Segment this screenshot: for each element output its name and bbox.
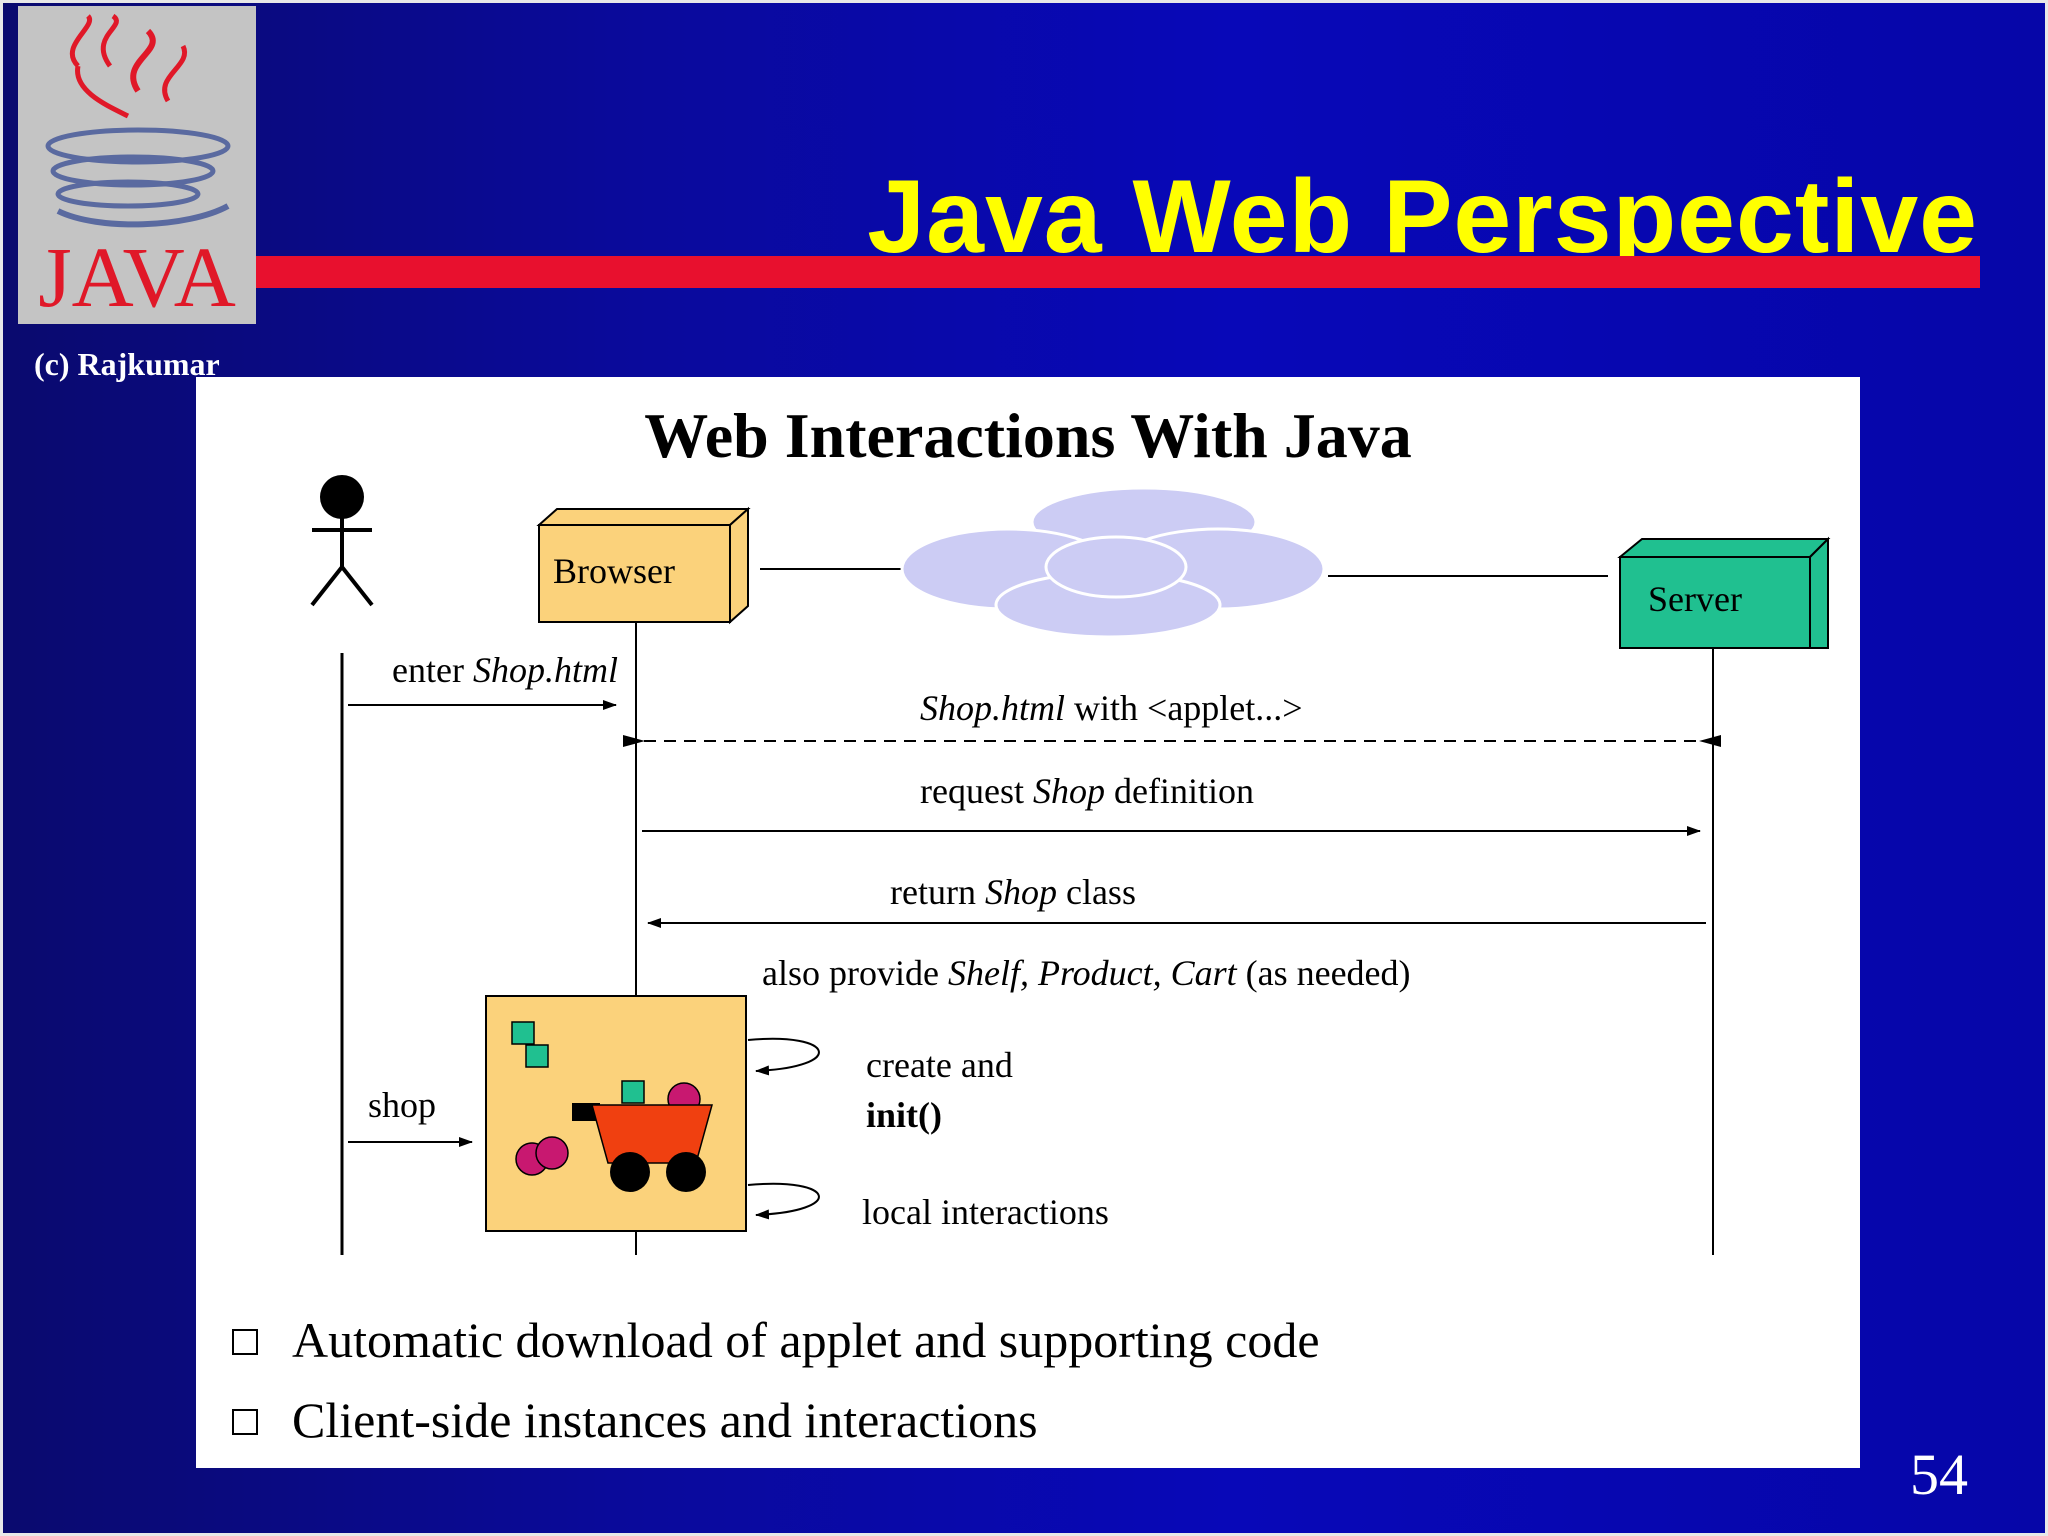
create-and-label: create and bbox=[866, 1045, 1013, 1085]
diagram-title: Web Interactions With Java bbox=[644, 400, 1412, 471]
sequence-diagram bbox=[310, 475, 1831, 1255]
title-underline-bar bbox=[256, 256, 1980, 288]
bullet-box-icon bbox=[232, 1328, 258, 1355]
java-cup-icon: JAVA bbox=[38, 13, 236, 324]
init-label: init() bbox=[866, 1095, 942, 1135]
msg-shop-label: shop bbox=[368, 1085, 437, 1125]
diagram-panel: Web Interactions With Java bbox=[196, 377, 1860, 1468]
msg-return-label: return Shop class bbox=[890, 872, 1136, 912]
local-interactions-loop bbox=[747, 1182, 820, 1220]
msg-shop-html-label: Shop.html with <applet...> bbox=[920, 688, 1303, 728]
java-logo-text: JAVA bbox=[38, 229, 236, 324]
slide-title: Java Web Perspective bbox=[867, 158, 1978, 275]
bullet-item: Automatic download of applet and support… bbox=[232, 1315, 1320, 1365]
browser-label: Browser bbox=[553, 551, 675, 591]
server-node bbox=[1617, 536, 1831, 649]
internet-cloud-icon bbox=[900, 486, 1326, 639]
browser-node bbox=[536, 506, 751, 625]
user-actor-icon bbox=[310, 475, 374, 607]
bullet-item: Client-side instances and interactions bbox=[232, 1395, 1038, 1445]
copyright-text: (c) Rajkumar bbox=[34, 346, 220, 382]
msg-request-label: request Shop definition bbox=[920, 771, 1254, 811]
server-label: Server bbox=[1648, 579, 1742, 619]
page-number: 54 bbox=[1910, 1442, 1968, 1507]
bullet-box-icon bbox=[232, 1408, 258, 1435]
applet-instance-box bbox=[485, 995, 747, 1232]
local-interactions-label: local interactions bbox=[862, 1192, 1109, 1232]
java-logo: JAVA bbox=[18, 6, 256, 324]
msg-enter-label: enter Shop.html bbox=[392, 650, 618, 690]
create-init-loop bbox=[747, 1037, 820, 1076]
msg-also-provide-label: also provide Shelf, Product, Cart (as ne… bbox=[762, 953, 1411, 993]
